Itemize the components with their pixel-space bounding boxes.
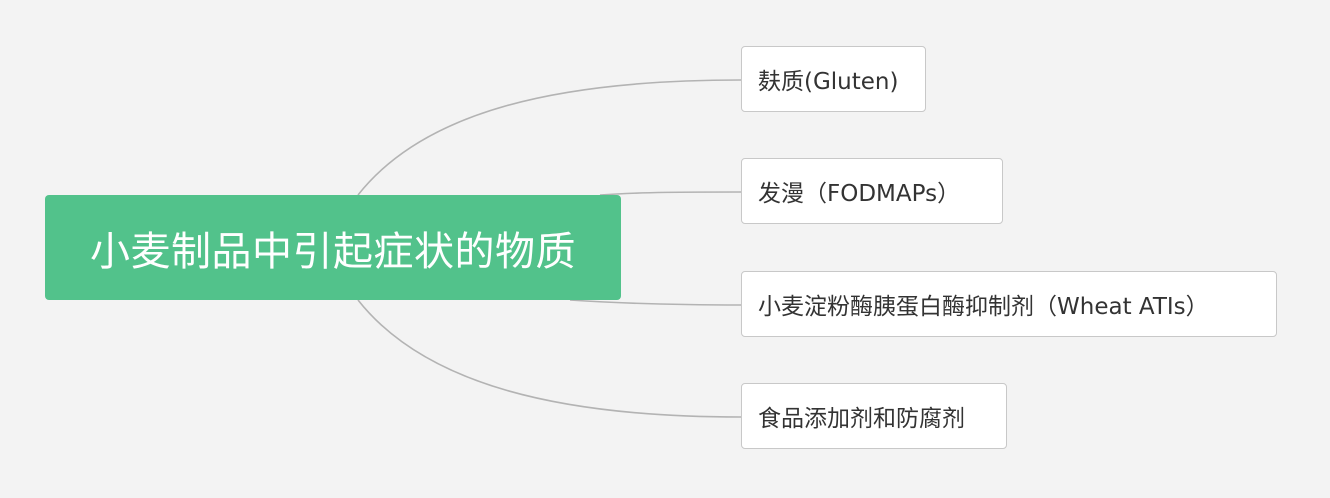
connector-branch-3 [357,299,742,418]
branch-label: 小麦淀粉酶胰蛋白酶抑制剂（Wheat ATIs） [758,294,1209,320]
branch-node-fodmaps[interactable]: 发漫（FODMAPs） [741,158,1003,224]
central-topic-node[interactable]: 小麦制品中引起症状的物质 [45,195,621,300]
connector-branch-2 [569,299,742,306]
central-topic-label: 小麦制品中引起症状的物质 [90,228,576,275]
connector-branch-1 [599,191,742,196]
connector-branch-0 [357,79,742,196]
branch-node-gluten[interactable]: 麸质(Gluten) [741,46,926,112]
branch-node-wheat-atis[interactable]: 小麦淀粉酶胰蛋白酶抑制剂（Wheat ATIs） [741,271,1277,337]
branch-node-additives[interactable]: 食品添加剂和防腐剂 [741,383,1007,449]
branch-label: 食品添加剂和防腐剂 [758,406,965,432]
branch-label: 麸质(Gluten) [758,69,899,95]
branch-label: 发漫（FODMAPs） [758,181,961,207]
